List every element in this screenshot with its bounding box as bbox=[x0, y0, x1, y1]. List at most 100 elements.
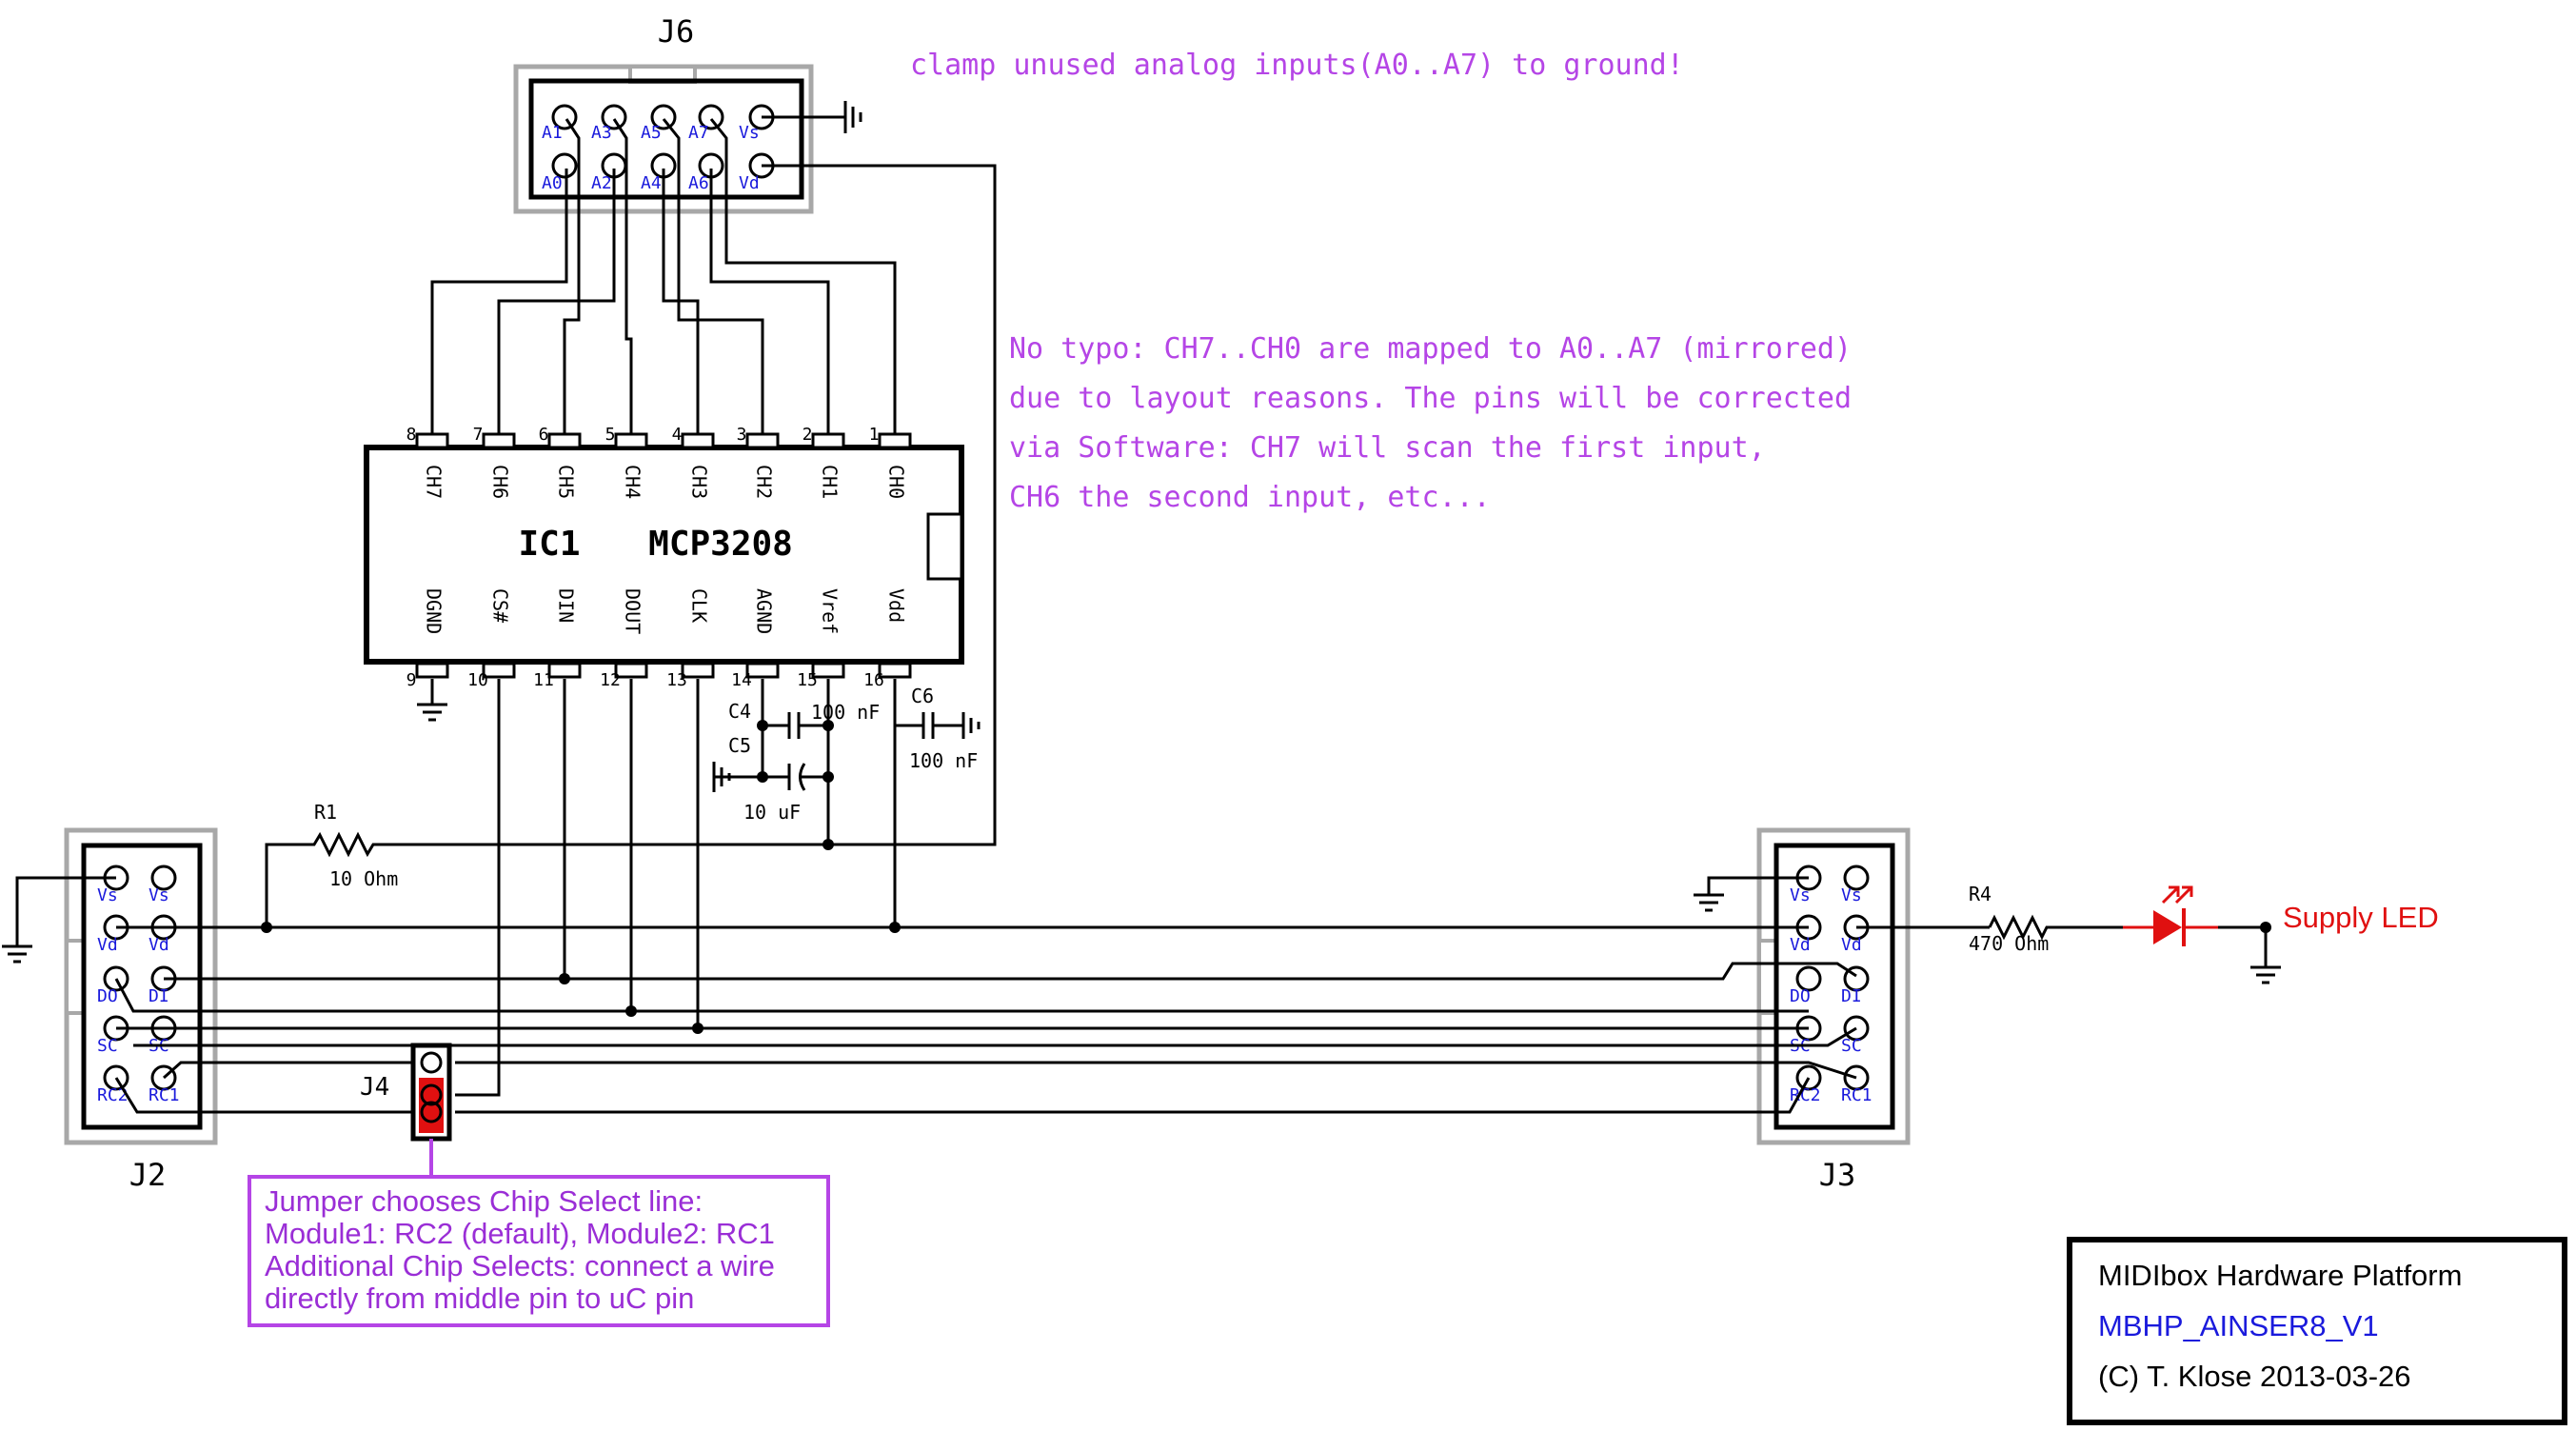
j2-pin-rc2-left: RC2 bbox=[97, 1064, 129, 1105]
svg-text:CH4: CH4 bbox=[622, 465, 644, 499]
j2-ref: J2 bbox=[129, 1157, 167, 1193]
j6-pin-a3: A3 bbox=[591, 104, 627, 143]
title-platform: MIDIbox Hardware Platform bbox=[2098, 1259, 2462, 1292]
wire-vref-net bbox=[762, 164, 997, 846]
j3-pin-vd-right: Vd bbox=[1841, 914, 1870, 955]
j3-pin-di-right: DI bbox=[1841, 965, 1870, 1006]
ic-ref: IC1 bbox=[518, 525, 580, 564]
bus-wires bbox=[2, 876, 1990, 1114]
j6-pin-a0: A0 bbox=[542, 152, 578, 193]
svg-text:DOUT: DOUT bbox=[622, 588, 644, 634]
svg-text:DI: DI bbox=[1841, 986, 1862, 1006]
resistor-r4: R4 470 Ohm bbox=[1969, 883, 2123, 955]
r1-value: 10 Ohm bbox=[329, 867, 398, 890]
svg-text:14: 14 bbox=[731, 670, 752, 690]
ic-pin-agnd: 14 AGND bbox=[731, 588, 780, 690]
j3-pin-vd-left: Vd bbox=[1790, 914, 1822, 955]
channel-wires bbox=[430, 118, 897, 434]
svg-text:DGND: DGND bbox=[423, 588, 446, 634]
svg-text:A6: A6 bbox=[688, 173, 709, 193]
j6-pin-vs: Vs bbox=[739, 104, 775, 143]
svg-text:2: 2 bbox=[803, 425, 813, 445]
c5-ref: C5 bbox=[728, 734, 751, 757]
note-mapping: No typo: CH7..CH0 are mapped to A0..A7 (… bbox=[1009, 332, 1852, 514]
note-jumper-line-3: Additional Chip Selects: connect a wire bbox=[265, 1249, 775, 1282]
c6-value: 100 nF bbox=[909, 749, 978, 772]
svg-text:Vs: Vs bbox=[1790, 885, 1811, 905]
svg-text:Vd: Vd bbox=[739, 173, 760, 193]
j2-pin-vs-left: Vs bbox=[97, 865, 129, 905]
j2-pin-rc1-right: RC1 bbox=[149, 1064, 180, 1105]
svg-text:Vs: Vs bbox=[739, 123, 760, 143]
jumper-j4: J4 bbox=[360, 1043, 452, 1177]
svg-text:Vd: Vd bbox=[97, 935, 118, 955]
j2-pin-vs-right: Vs bbox=[149, 865, 177, 905]
resistor-r1: R1 10 Ohm bbox=[265, 801, 828, 927]
j6-pin-a4: A4 bbox=[641, 152, 677, 193]
j6-pin-a5: A5 bbox=[641, 104, 677, 143]
j6-pin-a7: A7 bbox=[688, 104, 724, 143]
svg-text:1: 1 bbox=[869, 425, 880, 445]
svg-text:11: 11 bbox=[533, 670, 554, 690]
j3-pin-vs-left: Vs bbox=[1790, 865, 1822, 905]
svg-text:CH1: CH1 bbox=[819, 465, 842, 499]
svg-text:Vs: Vs bbox=[149, 885, 169, 905]
svg-text:AGND: AGND bbox=[753, 588, 776, 634]
title-copyright: (C) T. Klose 2013-03-26 bbox=[2098, 1360, 2411, 1393]
svg-text:CH2: CH2 bbox=[753, 465, 776, 499]
j2-pin-sc-right: SC bbox=[149, 1015, 177, 1056]
svg-text:3: 3 bbox=[737, 425, 747, 445]
j2-pin-vd-right: Vd bbox=[149, 914, 177, 955]
svg-text:SC: SC bbox=[97, 1036, 118, 1056]
svg-text:8: 8 bbox=[406, 425, 417, 445]
supply-led-label: Supply LED bbox=[2283, 901, 2439, 934]
r1-ref: R1 bbox=[314, 801, 337, 824]
j6-pin-a1: A1 bbox=[542, 104, 578, 143]
svg-text:A0: A0 bbox=[542, 173, 563, 193]
svg-text:CLK: CLK bbox=[688, 588, 711, 623]
svg-text:5: 5 bbox=[605, 425, 616, 445]
note-jumper: Jumper chooses Chip Select line: Module1… bbox=[248, 1175, 830, 1327]
svg-text:A7: A7 bbox=[688, 123, 709, 143]
svg-text:RC2: RC2 bbox=[97, 1085, 129, 1105]
j3-pin-sc-right: SC bbox=[1841, 1015, 1870, 1056]
svg-text:A1: A1 bbox=[542, 123, 563, 143]
svg-text:CH6: CH6 bbox=[489, 465, 512, 499]
svg-text:DI: DI bbox=[149, 986, 169, 1006]
svg-text:10: 10 bbox=[467, 670, 488, 690]
j6-pin-a6: A6 bbox=[688, 152, 724, 193]
svg-text:Vs: Vs bbox=[97, 885, 118, 905]
svg-text:CH7: CH7 bbox=[423, 465, 446, 499]
c5-value: 10 uF bbox=[743, 801, 801, 824]
svg-text:DO: DO bbox=[97, 986, 118, 1006]
svg-text:DO: DO bbox=[1790, 986, 1811, 1006]
svg-text:7: 7 bbox=[473, 425, 484, 445]
note-jumper-line-2: Module1: RC2 (default), Module2: RC1 bbox=[265, 1217, 775, 1250]
svg-text:RC1: RC1 bbox=[149, 1085, 180, 1105]
svg-text:4: 4 bbox=[672, 425, 683, 445]
svg-text:Vs: Vs bbox=[1841, 885, 1862, 905]
j2-pin-sc-left: SC bbox=[97, 1015, 129, 1056]
j3-ref: J3 bbox=[1819, 1157, 1856, 1193]
j3-pin-do-left: DO bbox=[1790, 965, 1822, 1006]
c6-ref: C6 bbox=[911, 685, 934, 707]
note-jumper-line-4: directly from middle pin to uC pin bbox=[265, 1282, 694, 1315]
svg-text:Vd: Vd bbox=[1841, 935, 1862, 955]
svg-text:CH5: CH5 bbox=[555, 465, 578, 499]
title-block: MIDIbox Hardware Platform MBHP_AINSER8_V… bbox=[2067, 1237, 2567, 1425]
svg-text:6: 6 bbox=[539, 425, 549, 445]
ic1-mcp3208: IC1 MCP3208 8CH77CH66CH55CH44CH33CH22CH1… bbox=[364, 425, 964, 690]
svg-text:CH3: CH3 bbox=[688, 465, 711, 499]
j2-pin-di-right: DI bbox=[149, 965, 177, 1006]
